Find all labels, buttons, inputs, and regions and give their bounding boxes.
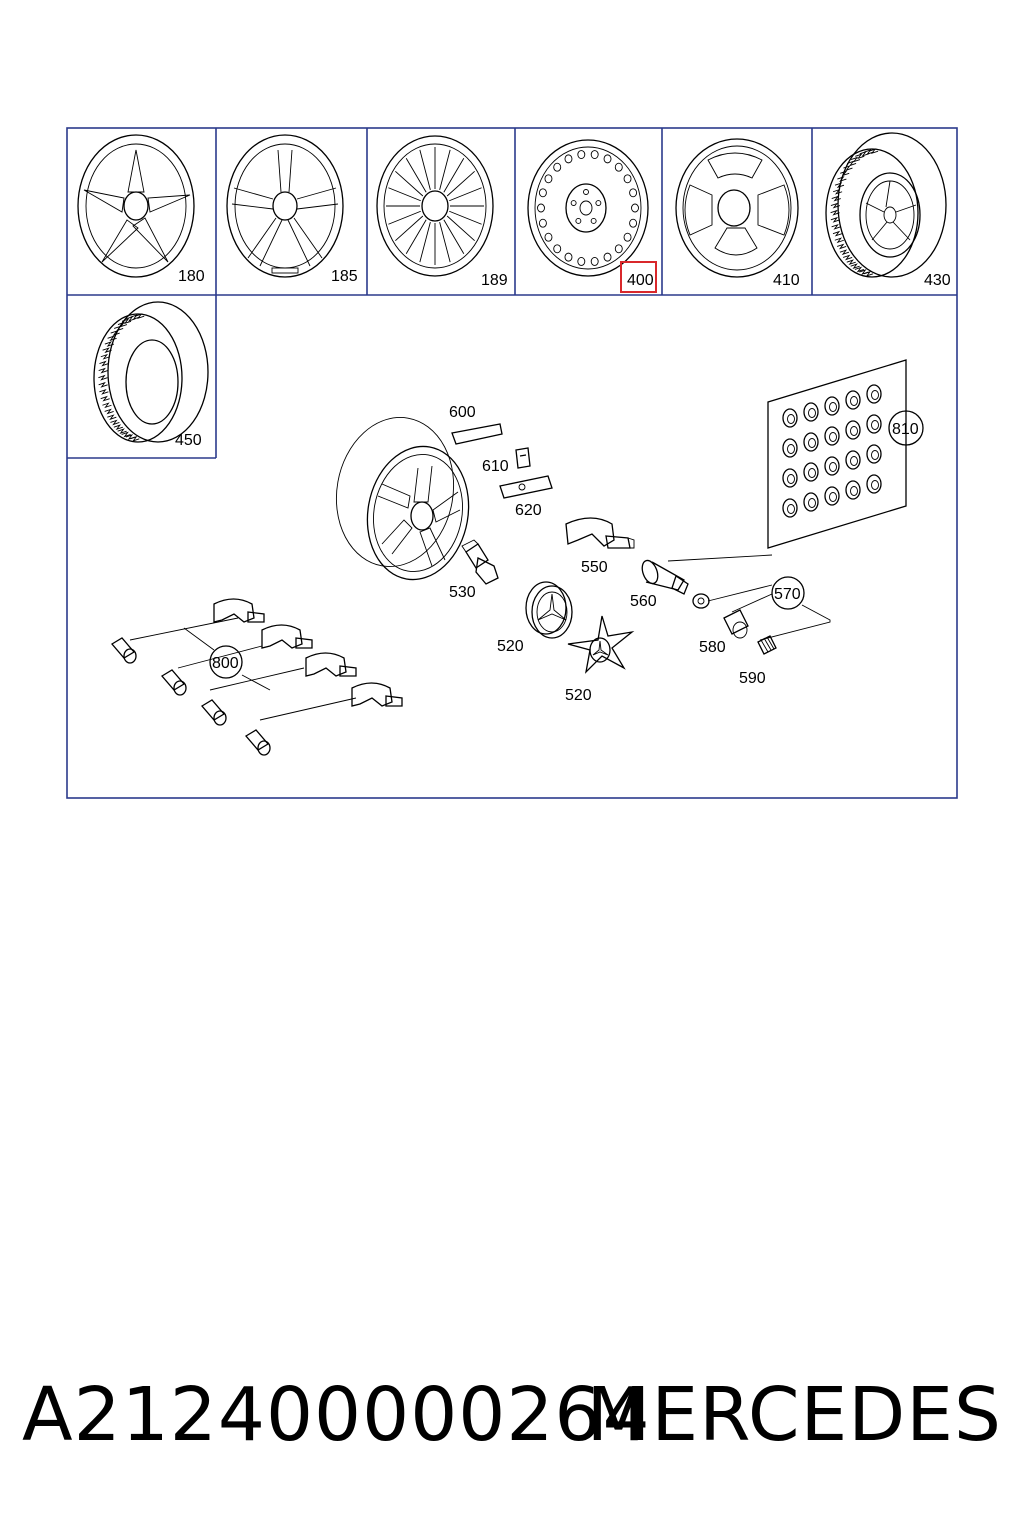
part-620[interactable]: 620 [499,475,553,519]
label-185: 185 [331,268,358,285]
label-800: 800 [212,655,239,672]
spoke-insert-icon [567,615,635,674]
multi-spoke-wheel-icon [376,135,494,277]
part-520-spoke-insert[interactable]: 520 [565,615,635,704]
tire-icon [93,301,209,443]
label-810: 810 [892,421,919,438]
thumbnail-400[interactable]: 400 [527,139,657,293]
tire-with-rim-icon [825,132,947,278]
label-450: 450 [175,432,202,449]
label-530: 530 [449,584,476,601]
steel-wheel-icon [527,139,649,277]
part-580[interactable]: 580 [699,609,749,656]
thumbnail-450[interactable]: 450 [93,301,209,449]
adhesive-weight-icon [499,475,553,499]
label-590: 590 [739,670,766,687]
thumbnail-185[interactable]: 185 [226,134,358,285]
part-560[interactable]: 560 [630,558,710,610]
part-570[interactable]: 570 [667,554,831,641]
clip-weight-icon [515,447,531,469]
pressure-sensor-icon [565,517,635,549]
thumbnail-430[interactable]: 430 [825,132,951,289]
label-610: 610 [482,458,509,475]
valve-core-icon [757,635,777,655]
callout-circle [771,576,805,610]
part-530[interactable]: 530 [449,539,499,601]
part-590[interactable]: 590 [739,635,777,687]
five-slot-wheel-icon [675,138,799,278]
part-600[interactable]: 600 [449,404,503,445]
diagram-frame [66,127,958,799]
brand-name: MERCEDES [586,1372,1002,1458]
label-520-b: 520 [565,687,592,704]
label-520-a: 520 [497,638,524,655]
part-520-hub-cap[interactable]: 520 [497,581,573,655]
valve-stem-icon [641,559,689,595]
label-180: 180 [178,268,205,285]
label-620: 620 [515,502,542,519]
parts-diagram: 180 185 189 [66,127,958,799]
thumbnail-189[interactable]: 189 [376,135,508,289]
balance-weight-icon [451,423,503,445]
part-number: A212400000264 [22,1372,651,1458]
label-430: 430 [924,272,951,289]
part-810[interactable]: 810 [767,359,924,549]
part-550[interactable]: 550 [565,517,635,576]
callout-circle [209,645,243,679]
part-610[interactable]: 610 [482,447,531,475]
highlight-box [620,261,657,293]
valve-cap-icon [723,609,749,639]
part-800[interactable]: 800 [111,598,403,756]
washer-icon [692,593,710,609]
label-189: 189 [481,272,508,289]
label-570: 570 [774,586,801,603]
thumbnail-410[interactable]: 410 [675,138,800,289]
label-580: 580 [699,639,726,656]
double-spoke-wheel-icon [226,134,344,278]
five-spoke-wheel-icon [77,134,195,278]
main-wheel-drawing [335,417,470,581]
label-400: 400 [627,272,654,289]
label-550: 550 [581,559,608,576]
label-600: 600 [449,404,476,421]
wheel-nut-set-icon [767,359,907,549]
callout-circle [888,410,924,446]
sensor-kit-icon [111,598,403,756]
label-560: 560 [630,593,657,610]
thumbnail-180[interactable]: 180 [77,134,205,285]
label-410: 410 [773,272,800,289]
footer: A212400000264 MERCEDES [0,1372,1024,1482]
wheel-bolt-icon [461,539,499,585]
star-hub-cap-icon [525,581,573,639]
